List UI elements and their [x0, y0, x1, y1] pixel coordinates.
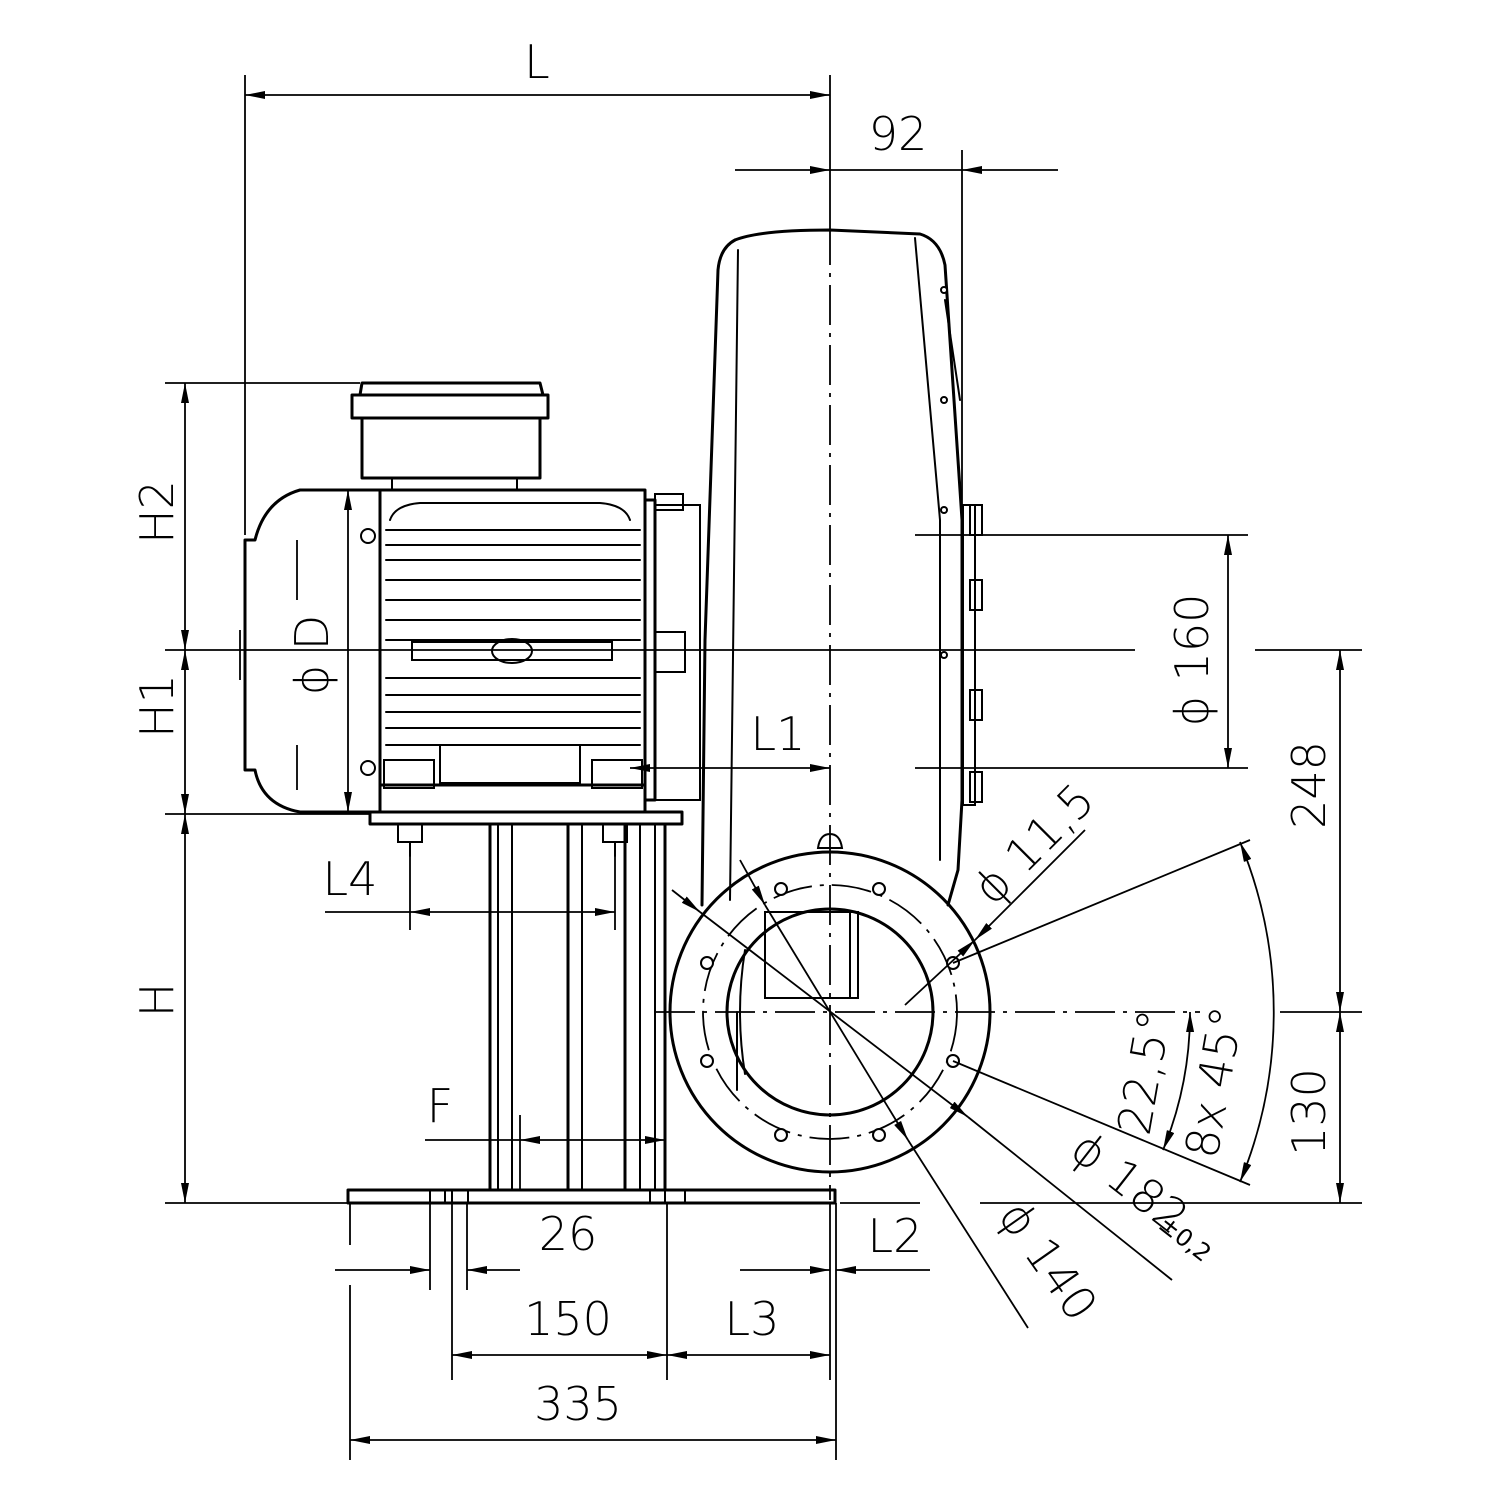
fan-housing	[700, 228, 983, 907]
label-L2: L2	[868, 1209, 923, 1263]
dimensions	[165, 75, 1362, 1460]
label-angle-22-5: 22,5°	[1107, 1006, 1182, 1139]
motor	[239, 381, 701, 857]
label-H: H	[130, 983, 184, 1018]
label-92: 92	[869, 107, 928, 161]
label-L: L	[524, 35, 550, 89]
label-phi-140: ϕ 140	[988, 1191, 1108, 1331]
label-phi-D: ϕ D	[285, 615, 339, 695]
label-130: 130	[1282, 1068, 1336, 1156]
label-150: 150	[524, 1292, 612, 1346]
label-26: 26	[539, 1207, 598, 1261]
label-F: F	[427, 1079, 453, 1133]
label-H1: H1	[130, 674, 184, 738]
label-L4: L4	[323, 852, 378, 906]
label-L1: L1	[751, 707, 806, 761]
cooling-fins	[385, 502, 641, 746]
label-L3: L3	[725, 1292, 780, 1346]
inlet-flange	[668, 832, 992, 1174]
stand	[346, 822, 837, 1205]
label-phi-11-5: ϕ 11,5	[962, 772, 1104, 914]
terminal-box	[350, 381, 550, 491]
label-335: 335	[534, 1377, 622, 1431]
center-lines	[165, 225, 1200, 1200]
flange-bolt-holes	[700, 882, 960, 1142]
label-angle-8x45: 8x 45°	[1174, 1002, 1254, 1162]
label-phi-160: ϕ 160	[1165, 594, 1219, 727]
label-H2: H2	[130, 480, 184, 544]
label-248: 248	[1282, 741, 1336, 829]
